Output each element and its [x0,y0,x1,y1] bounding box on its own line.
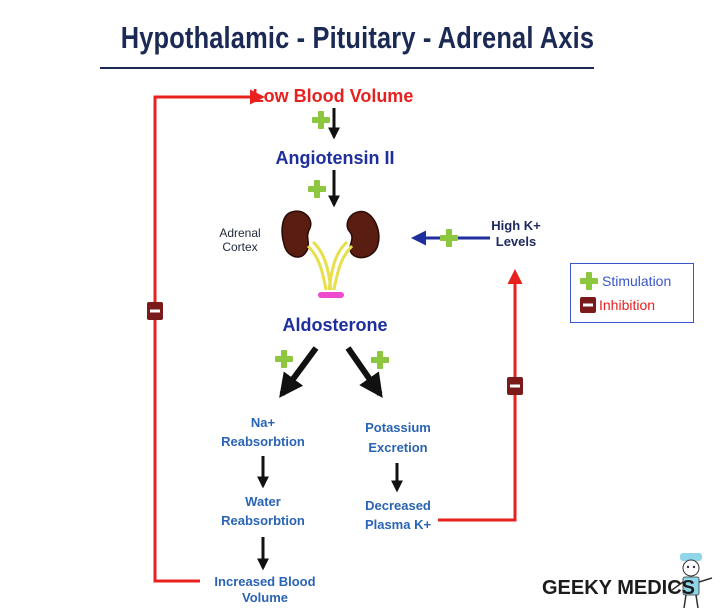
node-water-reabsorbtion: Water Reabsorbtion [221,494,305,528]
stimulation-icon-5 [371,351,389,369]
adrenal-glands [281,210,380,298]
legend-inhibition: Inhibition [579,295,655,315]
node-potassium-excretion: Potassium Excretion [365,420,431,455]
page-title: Hypothalamic - Pituitary - Adrenal Axis [120,20,595,55]
legend: Stimulation Inhibition [570,263,694,323]
title-underline [100,67,594,69]
arrow-aldo-to-k [345,346,383,398]
mascot-doctor-icon [671,553,713,609]
node-decreased-plasma-k: Decreased Plasma K+ [364,498,432,532]
inhibition-icon-right [507,377,523,395]
node-high-k-levels: High K+ Levels [491,218,541,249]
node-aldosterone: Aldosterone [282,315,388,335]
stimulation-icon-1 [312,111,330,129]
left-feedback-loop [153,89,265,583]
node-na-reabsorbtion: Na+ Reabsorbtion [221,415,305,449]
node-low-blood-volume: Low Blood Volume [252,86,414,106]
arrow-aldo-to-na [279,346,319,398]
legend-stimulation: Stimulation [579,271,671,291]
node-angiotensin: Angiotensin II [275,148,395,168]
right-feedback-loop [438,269,523,522]
node-increased-blood-volume: Increased Blood Volume [214,574,316,605]
adrenal-base [318,292,344,298]
stimulation-icon-4 [275,350,293,368]
stimulation-icon-3 [440,229,458,247]
brand-logo-text: GEEKY MEDICS [542,577,695,599]
label-adrenal-cortex: Adrenal Cortex [219,226,261,255]
kidney-left [281,210,312,258]
stimulation-icon-2 [308,180,326,198]
inhibition-icon-left [147,302,163,320]
minus-icon [580,297,596,313]
plus-icon [580,272,598,290]
kidney-right [346,210,380,259]
